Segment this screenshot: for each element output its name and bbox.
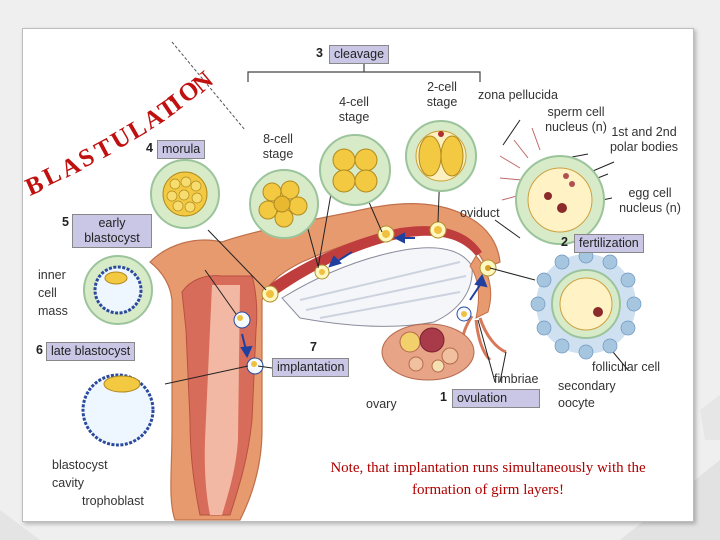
early-blastocyst-label: early blastocyst xyxy=(72,214,152,248)
morula-label: morula xyxy=(157,140,206,159)
follicular-cell-label: follicular cell xyxy=(592,360,661,374)
dashed-guide-line xyxy=(171,41,246,131)
trophoblast-label: trophoblast xyxy=(82,494,144,508)
ovary xyxy=(381,323,475,381)
secondary-oocyte xyxy=(530,248,642,360)
fertilized-egg xyxy=(499,127,605,245)
ovary-label: ovary xyxy=(366,397,397,411)
inner-cell-mass-label: inner cell mass xyxy=(38,268,68,318)
morula-embryo xyxy=(150,159,220,229)
two-cell-stage-label: 2-cell stage xyxy=(426,80,458,109)
egg-nucleus-label: egg cell nucleus (n) xyxy=(619,186,681,215)
blastulation-arc-text: B L A S T U L A T I O N xyxy=(21,66,218,201)
blastocyst-cavity-label: blastocyst cavity xyxy=(52,458,108,490)
zona-pellucida-label: zona pellucida xyxy=(478,88,558,102)
cleavage-label: cleavage xyxy=(329,45,390,64)
eight-cell-embryo xyxy=(249,169,319,239)
ovulation-number: 1 xyxy=(440,390,447,404)
implantation-number: 7 xyxy=(310,340,317,354)
tube-embryos xyxy=(233,221,497,375)
late-blastocyst-embryo xyxy=(81,373,155,447)
fertilization-label: fertilization xyxy=(574,234,644,253)
oviduct-label: oviduct xyxy=(460,206,500,220)
implantation-label: implantation xyxy=(272,358,350,377)
four-cell-embryo xyxy=(319,134,391,206)
eight-cell-stage-label: 8-cell stage xyxy=(262,132,294,161)
fimbriae-label: fimbriae xyxy=(494,372,539,386)
sperm-nucleus-label: sperm cell nucleus (n) xyxy=(545,105,607,134)
cleavage-bracket xyxy=(247,64,481,82)
morula-number: 4 xyxy=(146,141,153,155)
two-cell-embryo xyxy=(405,120,477,192)
cleavage-number: 3 xyxy=(316,46,323,60)
secondary-oocyte-label: secondary oocyte xyxy=(558,379,616,410)
polar-bodies-label: 1st and 2nd polar bodies xyxy=(609,125,679,154)
early-blastocyst-embryo xyxy=(83,255,153,325)
early-blastocyst-number: 5 xyxy=(62,215,69,229)
ovulation-label: ovulation xyxy=(452,389,540,408)
implantation-note: Note, that implantation runs simultaneou… xyxy=(330,460,646,498)
fertilization-number: 2 xyxy=(561,235,568,249)
late-blastocyst-label: late blastocyst xyxy=(46,342,136,361)
four-cell-stage-label: 4-cell stage xyxy=(338,95,370,124)
movement-arrows xyxy=(240,232,488,359)
late-blastocyst-number: 6 xyxy=(36,343,43,357)
